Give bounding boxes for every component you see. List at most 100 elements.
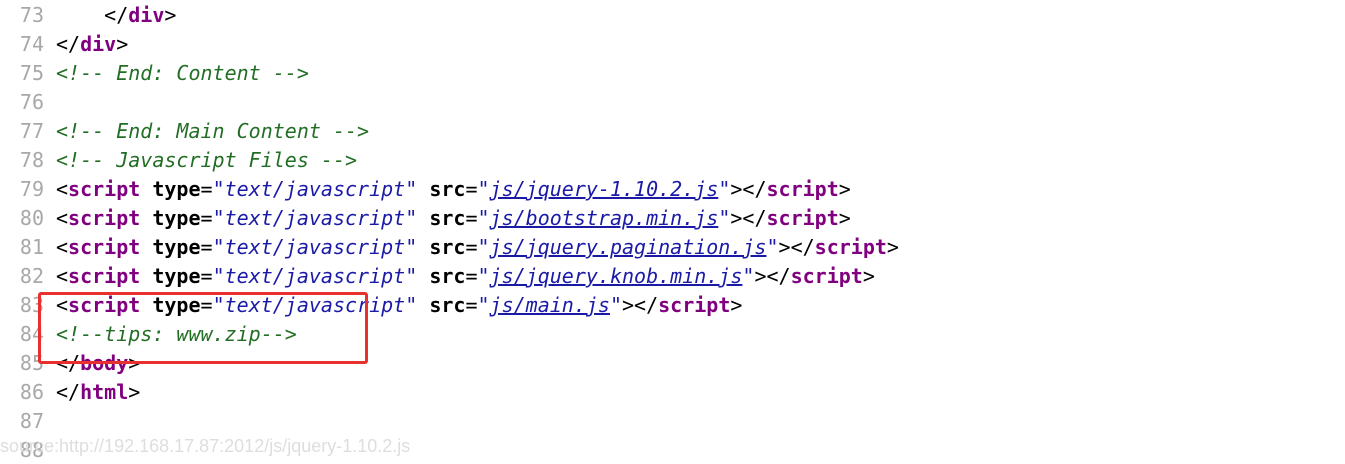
line-number: 83 bbox=[19, 293, 44, 317]
attr-value-token: " bbox=[766, 235, 779, 259]
punct-token: = bbox=[465, 264, 478, 288]
attr-name-token: src bbox=[429, 206, 466, 230]
line-text: <script type="text/javascript" src="js/j… bbox=[56, 262, 875, 291]
line-text: </div> bbox=[56, 1, 176, 30]
attr-value-token: " bbox=[477, 206, 490, 230]
punct-token bbox=[417, 264, 429, 288]
punct-token bbox=[417, 293, 429, 317]
src-link[interactable]: js/jquery.knob.min.js bbox=[489, 264, 743, 288]
punct-token: > bbox=[164, 3, 177, 27]
line-number: 81 bbox=[19, 235, 44, 259]
line-text: <!--tips: www.zip--> bbox=[56, 320, 297, 349]
tag-name-token: script bbox=[766, 177, 839, 201]
punct-token bbox=[417, 177, 429, 201]
punct-token: ></ bbox=[778, 235, 815, 259]
attr-value-token: " bbox=[718, 206, 731, 230]
attr-name-token: src bbox=[429, 177, 466, 201]
attr-value-token: " bbox=[718, 177, 731, 201]
punct-token: = bbox=[200, 293, 213, 317]
punct-token: > bbox=[838, 177, 851, 201]
tag-name-token: script bbox=[766, 206, 839, 230]
punct-token: > bbox=[862, 264, 875, 288]
punct-token bbox=[140, 264, 152, 288]
src-link[interactable]: js/jquery.pagination.js bbox=[489, 235, 767, 259]
tag-name-token: script bbox=[814, 235, 887, 259]
line-number: 73 bbox=[19, 3, 44, 27]
line-number: 77 bbox=[19, 119, 44, 143]
comment-token: <!-- End: Content --> bbox=[56, 61, 309, 85]
line-number: 76 bbox=[19, 90, 44, 114]
line-text: </div> bbox=[56, 30, 128, 59]
comment-token: <!--tips: www.zip--> bbox=[56, 322, 297, 346]
punct-token: </ bbox=[104, 3, 129, 27]
punct-token bbox=[140, 177, 152, 201]
punct-token: < bbox=[56, 206, 69, 230]
tag-name-token: div bbox=[128, 3, 165, 27]
line-number: 82 bbox=[19, 264, 44, 288]
src-link[interactable]: js/main.js bbox=[489, 293, 610, 317]
punct-token: > bbox=[838, 206, 851, 230]
punct-token: = bbox=[200, 235, 213, 259]
attr-value-token: "text/javascript" bbox=[212, 206, 418, 230]
watermark: source:http://192.168.17.87:2012/js/jque… bbox=[0, 436, 411, 456]
attr-value-token: " bbox=[609, 293, 622, 317]
comment-token: <!-- Javascript Files --> bbox=[56, 148, 358, 172]
attr-value-token: " bbox=[477, 235, 490, 259]
punct-token bbox=[140, 206, 152, 230]
attr-value-token: "text/javascript" bbox=[212, 264, 418, 288]
punct-token: = bbox=[200, 177, 213, 201]
line-text: </html> bbox=[56, 378, 140, 407]
line-number: 74 bbox=[19, 32, 44, 56]
line-text: <script type="text/javascript" src="js/j… bbox=[56, 175, 851, 204]
line-text: <script type="text/javascript" src="js/j… bbox=[56, 233, 899, 262]
punct-token: </ bbox=[56, 351, 81, 375]
attr-value-token: "text/javascript" bbox=[212, 177, 418, 201]
attr-value-token: " bbox=[477, 293, 490, 317]
tag-name-token: script bbox=[790, 264, 863, 288]
tag-name-token: div bbox=[80, 32, 117, 56]
punct-token: ></ bbox=[730, 177, 767, 201]
line-text: <!-- End: Content --> bbox=[56, 59, 309, 88]
line-number: 86 bbox=[19, 380, 44, 404]
line-text: <script type="text/javascript" src="js/b… bbox=[56, 204, 851, 233]
attr-name-token: src bbox=[429, 293, 466, 317]
line-number: 85 bbox=[19, 351, 44, 375]
punct-token: < bbox=[56, 264, 69, 288]
punct-token: > bbox=[128, 380, 141, 404]
punct-token: = bbox=[465, 235, 478, 259]
line-number: 75 bbox=[19, 61, 44, 85]
attr-name-token: src bbox=[429, 235, 466, 259]
line-number: 80 bbox=[19, 206, 44, 230]
punct-token: > bbox=[128, 351, 141, 375]
attr-value-token: " bbox=[477, 264, 490, 288]
punct-token: </ bbox=[56, 380, 81, 404]
line-text: <!-- Javascript Files --> bbox=[56, 146, 357, 175]
src-link[interactable]: js/bootstrap.min.js bbox=[489, 206, 719, 230]
tag-name-token: script bbox=[68, 235, 141, 259]
attr-value-token: "text/javascript" bbox=[212, 235, 418, 259]
punct-token: > bbox=[886, 235, 899, 259]
line-text: <!-- End: Main Content --> bbox=[56, 117, 369, 146]
punct-token: </ bbox=[56, 32, 81, 56]
punct-token bbox=[140, 235, 152, 259]
attr-value-token: " bbox=[477, 177, 490, 201]
line-number: 88 bbox=[19, 438, 44, 462]
punct-token: < bbox=[56, 293, 69, 317]
punct-token: = bbox=[465, 206, 478, 230]
line-number: 84 bbox=[19, 322, 44, 346]
attr-name-token: type bbox=[152, 264, 201, 288]
attr-name-token: type bbox=[152, 293, 201, 317]
punct-token: = bbox=[200, 206, 213, 230]
tag-name-token: html bbox=[80, 380, 129, 404]
comment-token: <!-- End: Main Content --> bbox=[56, 119, 370, 143]
punct-token: > bbox=[730, 293, 743, 317]
line-number: 79 bbox=[19, 177, 44, 201]
indent bbox=[56, 3, 104, 27]
punct-token: ></ bbox=[754, 264, 791, 288]
punct-token: = bbox=[465, 177, 478, 201]
src-link[interactable]: js/jquery-1.10.2.js bbox=[489, 177, 719, 201]
attr-name-token: type bbox=[152, 206, 201, 230]
tag-name-token: script bbox=[68, 206, 141, 230]
attr-value-token: "text/javascript" bbox=[212, 293, 418, 317]
